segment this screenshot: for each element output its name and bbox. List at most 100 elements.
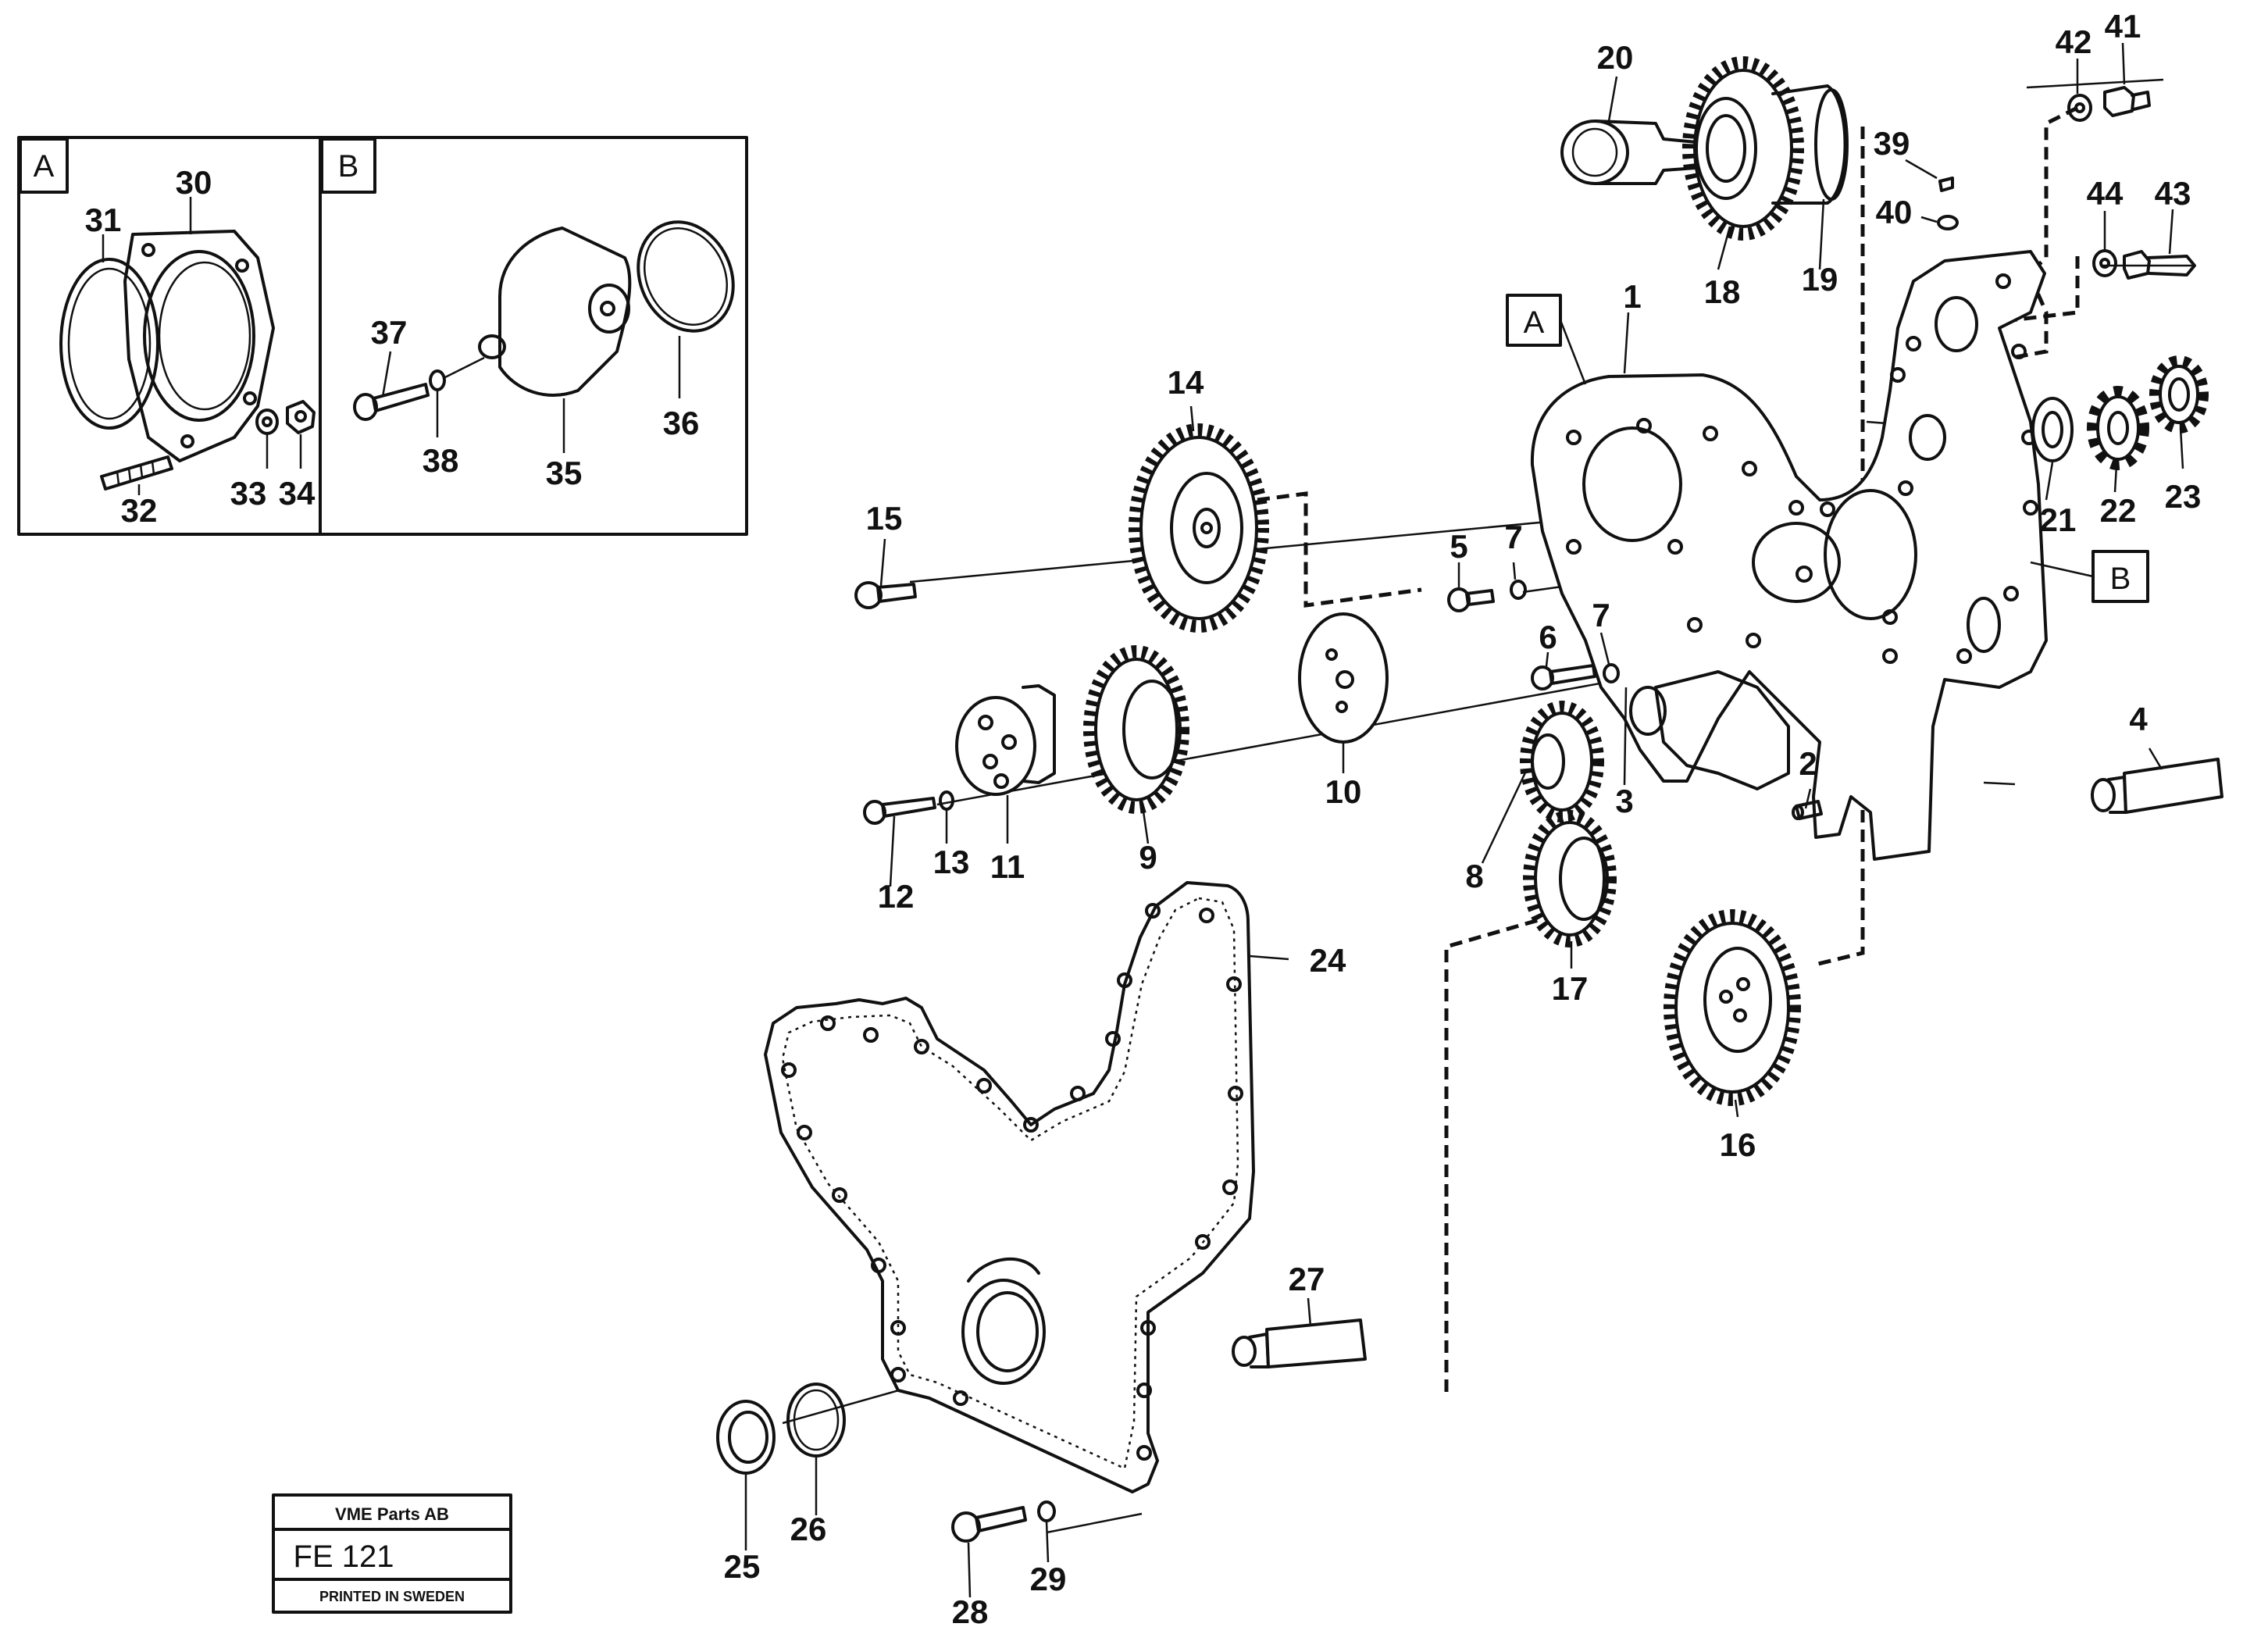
washer-33 bbox=[255, 409, 279, 435]
seal-26-inner bbox=[793, 1389, 840, 1451]
stud-32 bbox=[100, 455, 173, 491]
inset-panels: A 30 3 bbox=[17, 136, 748, 536]
leader-41 bbox=[2121, 42, 2126, 85]
leader-39 bbox=[1905, 159, 1938, 180]
cover-35-hole bbox=[600, 301, 615, 316]
bolt-28 bbox=[951, 1500, 1056, 1543]
cover-seal-bore-inner bbox=[976, 1291, 1039, 1372]
housing-outline bbox=[1530, 250, 2048, 861]
leader-27 bbox=[1307, 1297, 1312, 1327]
housing-bore-large bbox=[1824, 489, 1917, 620]
gear-16-hole bbox=[1719, 990, 1733, 1004]
callout-19: 19 bbox=[1802, 261, 1838, 298]
callout-4: 4 bbox=[2129, 701, 2148, 737]
washer-40 bbox=[1937, 215, 1959, 230]
cover-gasket-edge bbox=[781, 897, 1239, 1470]
callout-25: 25 bbox=[724, 1548, 761, 1585]
main-callouts: 1 2 3 4 5 6 7 7 8 9 10 11 12 13 14 15 16… bbox=[724, 8, 2202, 1630]
o-ring-31 bbox=[59, 258, 159, 430]
leader-7a bbox=[1512, 562, 1517, 580]
axis-4 bbox=[1983, 781, 2016, 786]
bolt-5-head bbox=[1447, 587, 1471, 612]
callout-42: 42 bbox=[2056, 23, 2092, 60]
gear-17-teeth bbox=[1523, 810, 1617, 947]
callout-43: 43 bbox=[2155, 175, 2191, 212]
callout-31: 31 bbox=[85, 202, 122, 238]
callout-11: 11 bbox=[990, 848, 1025, 885]
main-ref-boxes: A B bbox=[1506, 294, 2149, 603]
leader-4 bbox=[2148, 748, 2163, 770]
seal-21 bbox=[2031, 397, 2074, 462]
leader-19 bbox=[1818, 198, 1825, 270]
leader-15 bbox=[879, 538, 886, 587]
leader-40 bbox=[1920, 216, 1938, 223]
shaft-20-cap bbox=[1560, 120, 1629, 185]
callout-18: 18 bbox=[1704, 273, 1741, 310]
callout-26: 26 bbox=[790, 1511, 827, 1547]
ref-a-label: A bbox=[1524, 305, 1545, 340]
sensor-43-body bbox=[2146, 255, 2196, 277]
flange-hole bbox=[180, 434, 194, 448]
washer-33-hole bbox=[262, 416, 273, 427]
gear-16-hole bbox=[1733, 1008, 1747, 1022]
pump-shaft-end bbox=[1629, 686, 1667, 736]
callout-36: 36 bbox=[663, 405, 700, 441]
dash-44-path bbox=[2010, 256, 2080, 323]
inset-frame bbox=[17, 136, 748, 536]
callout-32: 32 bbox=[121, 492, 158, 529]
housing-bore-a bbox=[1582, 426, 1682, 542]
gear-19-face bbox=[1814, 88, 1849, 201]
hub-11-hole bbox=[982, 754, 998, 769]
washer-44-hole bbox=[2099, 258, 2110, 269]
sealant-tube-4 bbox=[2091, 758, 2223, 814]
hub-11-sleeve bbox=[1022, 684, 1056, 784]
flange-hole bbox=[141, 243, 155, 257]
gear-16-hole bbox=[1736, 977, 1750, 991]
leader-18 bbox=[1717, 226, 1731, 270]
timing-cover-24 bbox=[764, 881, 1255, 1493]
gear-14-center bbox=[1200, 522, 1213, 534]
washer-42-hole bbox=[2074, 102, 2085, 113]
plug-41-thread bbox=[2131, 91, 2151, 111]
dowel-2 bbox=[1792, 800, 1823, 820]
bolt-28-shank bbox=[975, 1506, 1027, 1532]
gear-14-web bbox=[1170, 472, 1243, 584]
leader-8 bbox=[1481, 769, 1528, 864]
callout-39: 39 bbox=[1874, 125, 1910, 162]
plate-10-disk bbox=[1298, 612, 1389, 744]
cover-35-ear bbox=[478, 334, 506, 359]
tube-27-body bbox=[1265, 1318, 1367, 1368]
ref-b-leader bbox=[2030, 561, 2094, 578]
hub-11-hole bbox=[978, 715, 993, 730]
housing-bore-top bbox=[1935, 296, 1978, 352]
callout-14: 14 bbox=[1168, 364, 1204, 401]
plate-10 bbox=[1298, 612, 1389, 744]
callout-35: 35 bbox=[546, 455, 583, 491]
seals-25-26 bbox=[716, 1383, 846, 1475]
callout-7a: 7 bbox=[1504, 519, 1522, 555]
callout-17: 17 bbox=[1552, 970, 1589, 1007]
cover-bolt-holes bbox=[781, 903, 1243, 1461]
plug-41-head bbox=[2103, 86, 2135, 117]
bolt-6-shank bbox=[1549, 664, 1596, 685]
nut-23-hole bbox=[2168, 377, 2190, 412]
callout-23: 23 bbox=[2165, 478, 2202, 515]
washer-7b bbox=[1603, 663, 1620, 683]
dash-14-path bbox=[1257, 491, 1422, 608]
gear-14-rim bbox=[1139, 436, 1258, 620]
leader-6 bbox=[1545, 651, 1549, 667]
leader-29 bbox=[1045, 1521, 1050, 1563]
seal-ring-36-inner bbox=[643, 227, 729, 326]
sealant-tube-27 bbox=[1232, 1318, 1367, 1368]
inset-b-tag bbox=[320, 137, 376, 194]
o-ring-31-inner bbox=[67, 267, 152, 420]
housing-bore-small bbox=[1909, 414, 1946, 461]
bolt-6 bbox=[1531, 663, 1620, 690]
washer-7a bbox=[1510, 580, 1527, 600]
pinion-8 bbox=[1520, 701, 1604, 822]
callout-29: 29 bbox=[1030, 1561, 1067, 1597]
bolt-12-shank bbox=[881, 797, 936, 818]
callout-8: 8 bbox=[1465, 858, 1483, 894]
